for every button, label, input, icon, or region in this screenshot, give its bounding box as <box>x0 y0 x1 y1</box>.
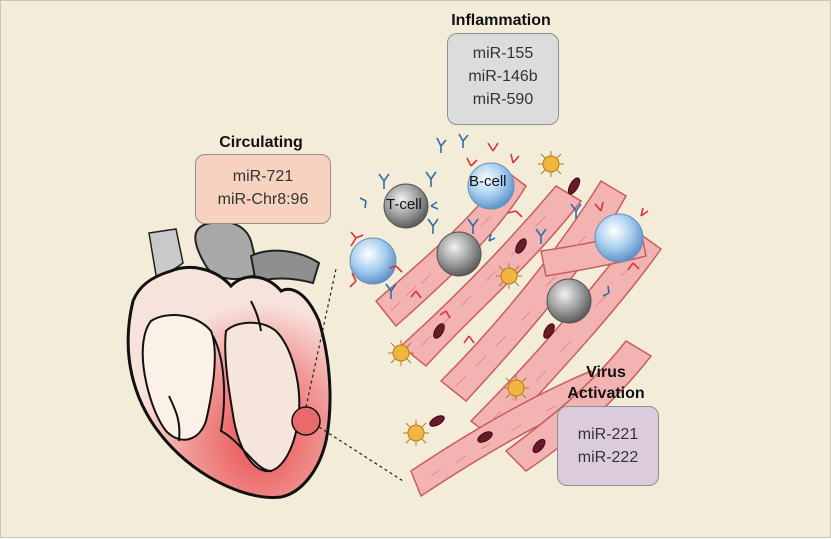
virus <box>503 375 529 401</box>
circulating-box: miR-721 miR-Chr8:96 <box>195 154 331 224</box>
t-cell <box>383 183 429 229</box>
mirna-label: miR-590 <box>472 91 534 108</box>
pulmonary-artery <box>148 228 184 283</box>
t-cells <box>383 183 592 324</box>
b-cells <box>349 162 644 285</box>
heart <box>126 221 332 499</box>
mirna-label: miR-146b <box>468 68 538 85</box>
t-cell <box>436 231 482 277</box>
virus <box>388 340 414 366</box>
mirna-label: miR-222 <box>577 449 639 466</box>
t-cell <box>546 278 592 324</box>
left-ventricle <box>224 321 301 473</box>
virus-heading-line1: Virus <box>586 364 626 381</box>
receptors-red <box>349 142 649 344</box>
receptors-blue <box>359 133 610 299</box>
b-cell <box>467 162 515 210</box>
circulating-heading: Circulating <box>219 134 303 151</box>
virus <box>403 420 429 446</box>
virus <box>496 263 522 289</box>
virus <box>538 151 564 177</box>
b-cell <box>349 237 397 285</box>
zoom-region <box>291 406 321 436</box>
right-ventricle <box>141 314 216 441</box>
nuclei <box>429 177 581 454</box>
viruses <box>388 151 564 446</box>
inflammation-box: miR-155 miR-146b miR-590 <box>447 33 559 125</box>
t-cell-label: T-cell <box>386 196 422 213</box>
mirna-label: miR-221 <box>577 426 639 443</box>
aorta <box>194 221 261 280</box>
b-cell-label: B-cell <box>469 173 507 190</box>
mirna-label: miR-155 <box>472 45 534 62</box>
virus-box: miR-221 miR-222 <box>557 406 659 486</box>
zoom-line-bottom <box>318 426 404 482</box>
inflammation-heading: Inflammation <box>451 12 551 29</box>
septum <box>212 335 272 472</box>
b-cell <box>594 213 644 263</box>
virus-heading-line2: Activation <box>567 385 645 402</box>
mirna-label: miR-Chr8:96 <box>217 191 309 208</box>
mirna-label: miR-721 <box>232 168 294 185</box>
